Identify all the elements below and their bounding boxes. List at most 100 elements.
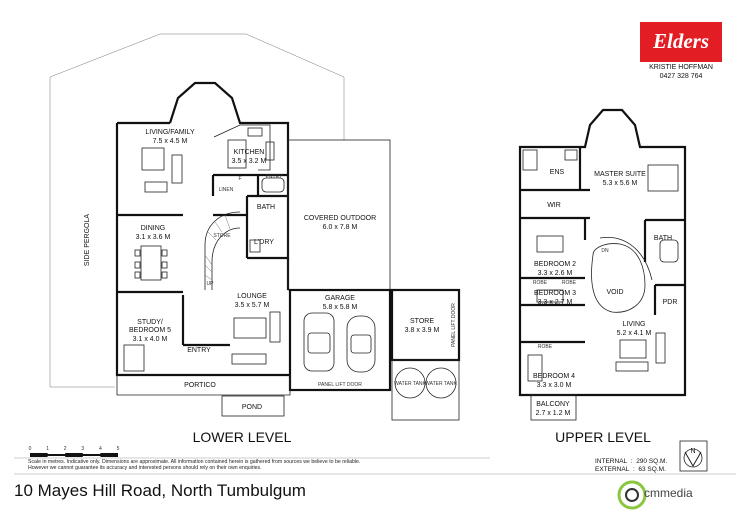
size-kitchen: 3.5 x 3.2 M xyxy=(232,158,267,165)
label-pond: POND xyxy=(242,404,262,411)
label-ensuite: ENS xyxy=(550,169,565,176)
rug xyxy=(141,147,165,171)
cmmedia-logo-icon xyxy=(617,480,647,510)
label-dining: DINING xyxy=(141,225,166,232)
label-wir: WIR xyxy=(547,202,561,209)
scale-tick-0: 0 xyxy=(29,446,32,452)
size-balcony: 2.7 x 1.2 M xyxy=(536,410,571,417)
bed-2 xyxy=(536,235,564,253)
size-bed2: 3.3 x 2.6 M xyxy=(538,270,573,277)
label-side-pergola: SIDE PERGOLA xyxy=(84,214,91,266)
label-up: UP xyxy=(207,281,215,287)
size-store: 3.8 x 3.9 M xyxy=(405,327,440,334)
size-covered-outdoor: 6.0 x 7.8 M xyxy=(323,224,358,231)
label-upper-living: LIVING xyxy=(623,321,646,328)
laundry-tub xyxy=(249,239,261,253)
garage-walls xyxy=(288,288,392,392)
label-study: STUDY/ xyxy=(137,319,163,326)
external-value: 63 SQ.M. xyxy=(638,466,666,473)
label-linen: LINEN xyxy=(219,187,234,193)
size-master: 5.3 x 5.6 M xyxy=(603,180,638,187)
store-walls xyxy=(390,288,461,362)
upper-living-rug xyxy=(619,339,647,359)
upper-level-walls xyxy=(518,108,687,397)
disclaimer-text: Scale in metres. Indicative only. Dimens… xyxy=(28,459,361,472)
property-address: 10 Mayes Hill Road, North Tumbulgum xyxy=(14,481,306,500)
bed-3 xyxy=(536,289,564,303)
agent-name: KRISTIE HOFFMAN xyxy=(649,64,713,71)
bed-4 xyxy=(527,354,543,382)
yard-outline xyxy=(49,33,345,387)
portico-outline xyxy=(116,375,291,396)
size-study: 3.1 x 4.0 M xyxy=(133,336,168,343)
lower-bath-vanity xyxy=(261,177,285,193)
water-tank-1 xyxy=(394,367,426,399)
label-garage: GARAGE xyxy=(325,295,355,302)
north-compass xyxy=(679,440,708,472)
pond-outline xyxy=(221,395,285,417)
size-bed4: 3.3 x 3.0 M xyxy=(537,382,572,389)
label-pdr: PDR xyxy=(663,299,678,306)
scale-tick-5: 5 xyxy=(117,446,120,452)
cmmedia-logo-text: cmmedia xyxy=(644,486,693,500)
sofa xyxy=(144,181,168,193)
elders-logo: Elders xyxy=(640,22,722,62)
scale-bar xyxy=(14,453,736,475)
lounge-sofa xyxy=(231,353,267,365)
dining-chairs xyxy=(134,249,168,279)
scale-tick-2: 2 xyxy=(64,446,67,452)
car-1 xyxy=(303,312,335,372)
label-lower-bath: BATH xyxy=(257,204,275,211)
agent-phone: 0427 328 764 xyxy=(659,73,703,80)
curved-stair xyxy=(204,211,241,290)
label-robe-1: ROBE xyxy=(533,280,548,286)
cooktop xyxy=(265,141,275,161)
label-covered-outdoor: COVERED OUTDOOR xyxy=(304,215,376,222)
label-kitchen: KITCHEN xyxy=(234,149,265,156)
dining-table xyxy=(140,245,162,281)
area-summary: INTERNAL : 290 SQ.M. EXTERNAL : 63 SQ.M. xyxy=(595,458,668,473)
study-desk xyxy=(123,344,145,372)
lower-level-title: LOWER LEVEL xyxy=(193,429,292,445)
label-store: STORE xyxy=(410,318,434,325)
size-bed3: 3.3 x 2.7 M xyxy=(538,299,573,306)
upper-stair xyxy=(599,236,653,281)
label-panel-lift-door-side: PANEL LIFT DOOR xyxy=(451,303,457,347)
void-outline xyxy=(591,243,646,313)
elders-logo-text: Elders xyxy=(652,29,709,53)
label-robe-2: ROBE xyxy=(562,280,577,286)
label-bed2: BEDROOM 2 xyxy=(534,261,576,268)
label-entry: ENTRY xyxy=(187,347,211,354)
size-dining: 3.1 x 3.6 M xyxy=(136,234,171,241)
label-living: LIVING/FAMILY xyxy=(145,129,195,136)
ensuite-shower xyxy=(522,149,538,171)
kitchen-sink xyxy=(247,127,263,137)
kitchen-island xyxy=(227,139,247,169)
upper-level-title: UPPER LEVEL xyxy=(555,429,651,445)
kitchen-bench xyxy=(213,124,271,171)
scale-tick-3: 3 xyxy=(81,446,84,452)
water-tank-2 xyxy=(425,367,457,399)
scale-tick-4: 4 xyxy=(99,446,102,452)
label-portico: PORTICO xyxy=(184,382,216,389)
lounge-rug xyxy=(233,317,267,339)
label-study-2: BEDROOM 5 xyxy=(129,327,171,334)
compass-label: N xyxy=(690,448,695,455)
scale-tick-1: 1 xyxy=(46,446,49,452)
upper-living-sofa-2 xyxy=(655,332,666,364)
label-bed4: BEDROOM 4 xyxy=(533,373,575,380)
label-void: VOID xyxy=(606,289,623,296)
size-living: 7.5 x 4.5 M xyxy=(153,138,188,145)
car-2 xyxy=(346,315,376,373)
upper-bath-tub xyxy=(659,239,679,263)
internal-value: 290 SQ.M. xyxy=(636,458,668,465)
balcony-outline xyxy=(530,394,577,421)
label-pantry: PNTRY xyxy=(266,174,284,180)
internal-label: INTERNAL xyxy=(595,458,628,465)
agent-details: KRISTIE HOFFMAN 0427 328 764 xyxy=(632,63,730,81)
label-lower-store: STORE xyxy=(213,233,231,239)
label-fridge: F xyxy=(238,176,241,182)
label-dn: DN xyxy=(601,248,609,254)
label-laundry: L'DRY xyxy=(254,239,274,246)
